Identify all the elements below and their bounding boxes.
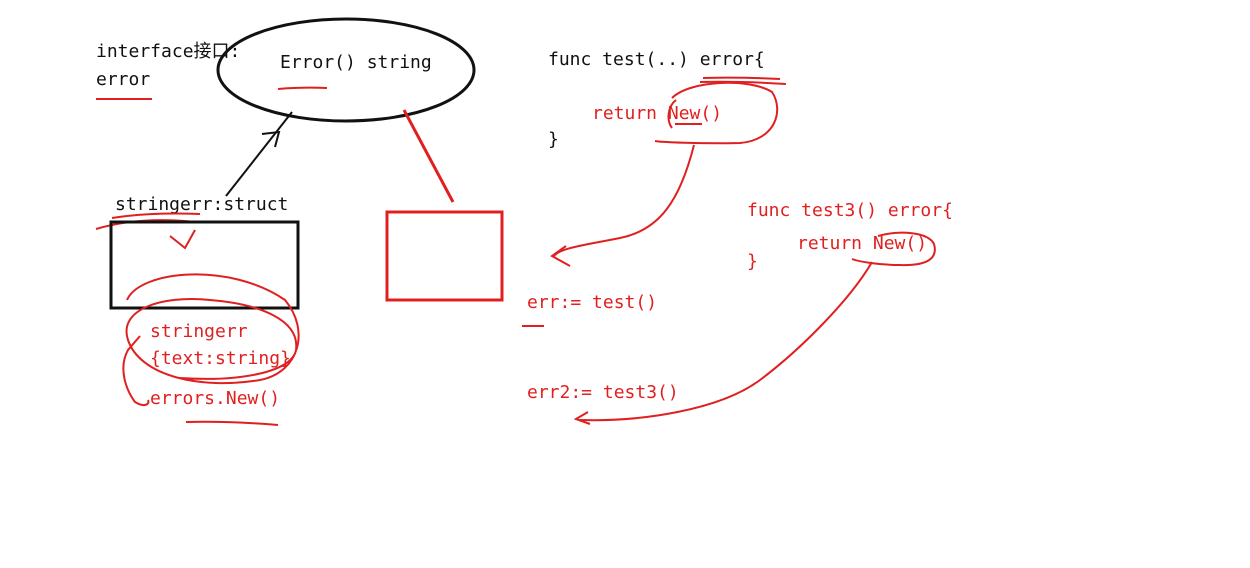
error-method-underline xyxy=(277,86,328,90)
stringerr-scribble xyxy=(122,273,300,407)
struct-box xyxy=(109,220,300,310)
errors-new-underline xyxy=(185,420,279,426)
close-brace-label: } xyxy=(548,129,559,150)
red-implementation-box xyxy=(385,210,504,302)
return-new2-circle xyxy=(851,231,936,267)
close-brace2-label: } xyxy=(747,251,758,272)
return-new2-label: return New() xyxy=(797,233,927,254)
interface-ellipse xyxy=(216,17,476,123)
func-test-label: func test(..) error{ xyxy=(548,49,765,70)
text-field-label: {text:string} xyxy=(150,348,291,369)
err-assign-label: err:= test() xyxy=(527,292,657,313)
error-method-label: Error() string xyxy=(280,52,432,73)
stringerr-struct-label: stringerr:struct xyxy=(115,194,288,215)
error-type-label: error xyxy=(96,69,150,90)
check-mark xyxy=(169,229,196,250)
err2-assign-label: err2:= test3() xyxy=(527,382,679,403)
stringerr-label: stringerr xyxy=(150,321,248,342)
return-new-label: return New() xyxy=(592,103,722,124)
return-new-circle xyxy=(654,81,779,145)
func-test-underline xyxy=(699,76,787,85)
flow-arrow-test3 xyxy=(579,261,873,422)
func-test3-label: func test3() error{ xyxy=(747,200,953,221)
flow-arrow-test xyxy=(553,144,695,257)
interface-label: interface接口: xyxy=(96,41,240,62)
implements-arrowhead xyxy=(261,130,281,148)
flow-arrowhead-test xyxy=(550,245,571,267)
red-connector-line xyxy=(402,109,455,203)
errors-new-label: errors.New() xyxy=(150,388,280,409)
implements-arrow xyxy=(225,111,293,197)
flow-arrowhead-test3 xyxy=(573,411,591,425)
